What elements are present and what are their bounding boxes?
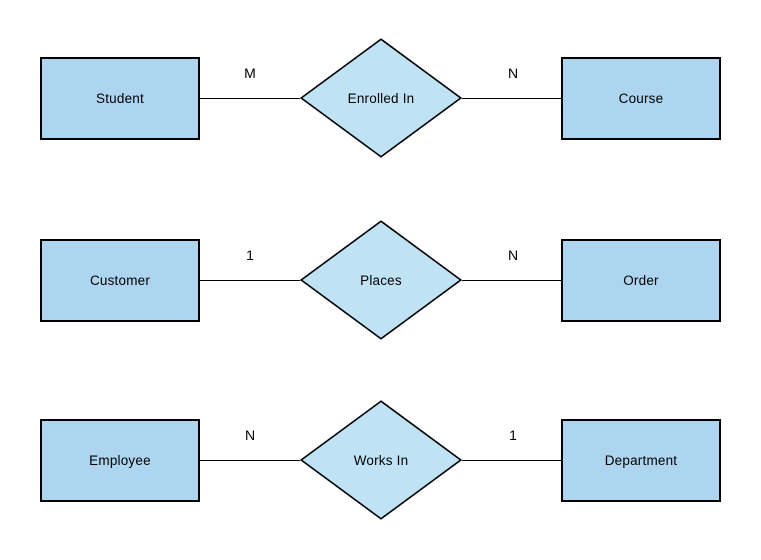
relationship-label: Places xyxy=(360,272,402,288)
connector-line-left xyxy=(200,98,300,99)
cardinality-label-right: N xyxy=(507,65,519,81)
entity-label: Course xyxy=(618,90,664,106)
er-relationship-row: Employee N Works In 1 Department xyxy=(0,400,761,540)
entity-box-department[interactable]: Department xyxy=(561,419,721,502)
entity-box-student[interactable]: Student xyxy=(40,57,200,140)
connector-line-right xyxy=(462,460,561,461)
relationship-label: Works In xyxy=(353,452,409,468)
cardinality-label-right: N xyxy=(507,247,519,263)
entity-label: Order xyxy=(623,272,659,288)
connector-line-left xyxy=(200,460,300,461)
er-relationship-row: Customer 1 Places N Order xyxy=(0,220,761,360)
cardinality-label-left: M xyxy=(244,65,256,81)
relationship-diamond-works-in[interactable]: Works In xyxy=(300,400,462,520)
entity-box-customer[interactable]: Customer xyxy=(40,239,200,322)
diamond-shape-icon xyxy=(300,400,462,520)
cardinality-label-left: N xyxy=(244,427,256,443)
connector-line-right xyxy=(462,98,561,99)
entity-box-employee[interactable]: Employee xyxy=(40,419,200,502)
entity-box-order[interactable]: Order xyxy=(561,239,721,322)
diamond-shape-icon xyxy=(300,220,462,340)
relationship-label: Enrolled In xyxy=(347,90,415,106)
er-relationship-row: Student M Enrolled In N Course xyxy=(0,38,761,178)
cardinality-label-right: 1 xyxy=(509,427,517,443)
entity-label: Student xyxy=(96,90,144,106)
connector-line-left xyxy=(200,280,300,281)
cardinality-label-left: 1 xyxy=(246,247,254,263)
entity-label: Department xyxy=(604,452,678,468)
entity-label: Employee xyxy=(89,452,151,468)
connector-line-right xyxy=(462,280,561,281)
diamond-shape-icon xyxy=(300,38,462,158)
entity-box-course[interactable]: Course xyxy=(561,57,721,140)
relationship-diamond-places[interactable]: Places xyxy=(300,220,462,340)
relationship-diamond-enrolled-in[interactable]: Enrolled In xyxy=(300,38,462,158)
entity-label: Customer xyxy=(89,272,151,288)
